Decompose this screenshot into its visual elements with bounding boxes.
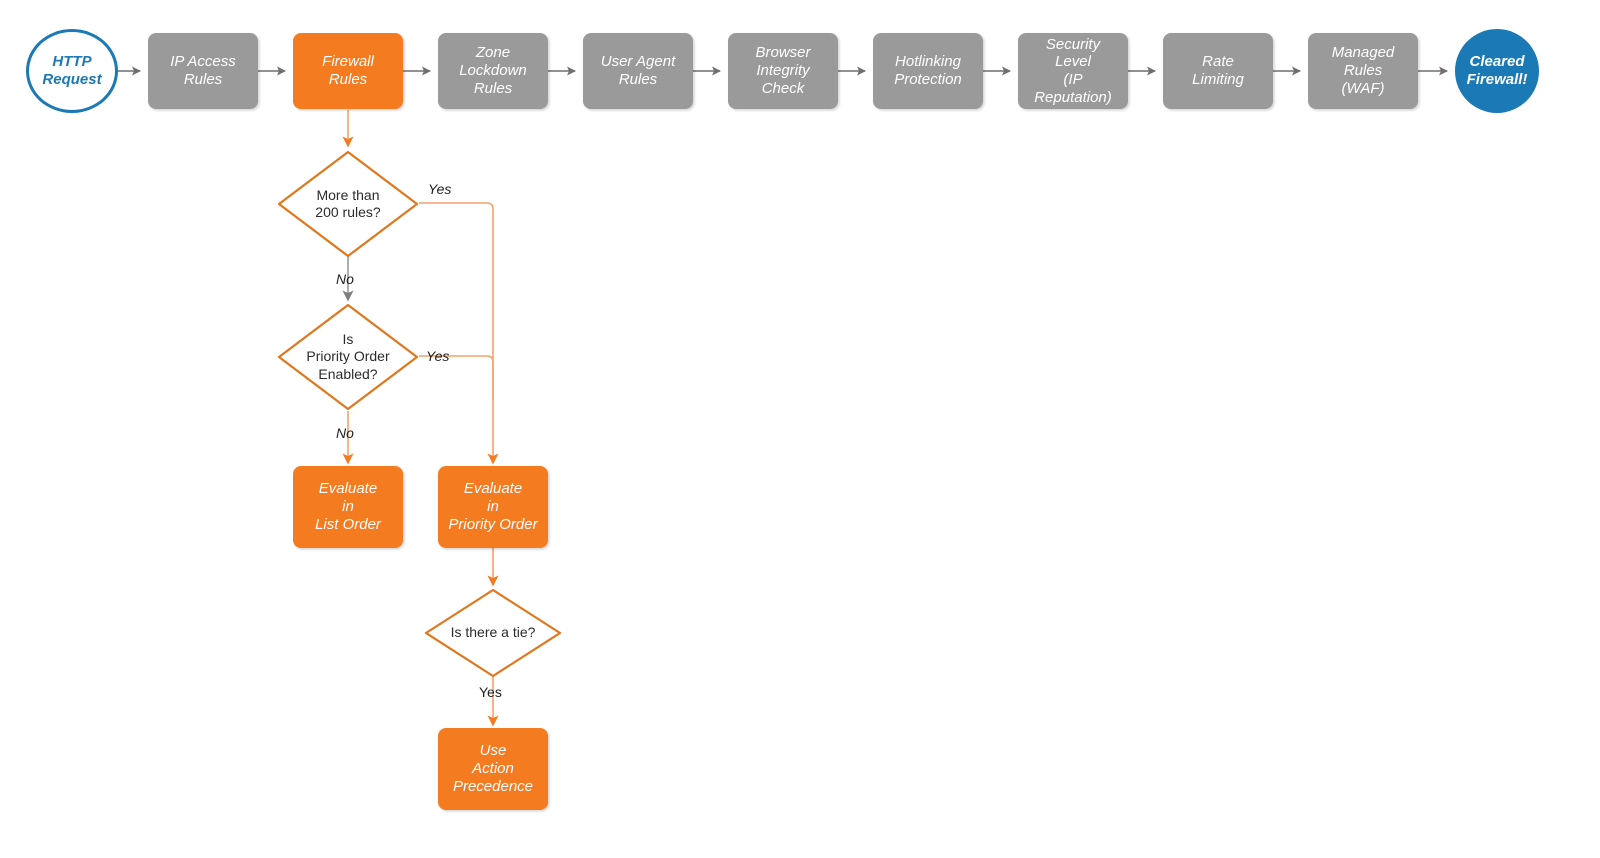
diamond-shape [277, 303, 419, 411]
edge-label-yes-tie: Yes [479, 684, 502, 700]
decision-label: More than 200 rules? [315, 186, 381, 221]
pipeline-step-hotlinking-protection[interactable]: Hotlinking Protection [873, 33, 983, 109]
start-node-http-request[interactable]: HTTP Request [26, 29, 118, 113]
pipeline-step-label: User Agent Rules [600, 53, 676, 88]
decision-is-there-a-tie[interactable]: Is there a tie? [424, 588, 562, 678]
pipeline-step-ip-access-rules[interactable]: IP Access Rules [148, 33, 258, 109]
outcome-label: Evaluate in List Order [315, 480, 381, 533]
pipeline-step-browser-integrity-check[interactable]: Browser Integrity Check [728, 33, 838, 109]
diamond-shape [277, 150, 419, 258]
start-node-label: HTTP Request [42, 53, 102, 88]
pipeline-step-label: Hotlinking Protection [894, 53, 962, 88]
pipeline-step-firewall-rules[interactable]: Firewall Rules [293, 33, 403, 109]
end-node-cleared-firewall[interactable]: Cleared Firewall! [1455, 29, 1539, 113]
decision-is-priority-order-enabled[interactable]: Is Priority Order Enabled? [277, 303, 419, 411]
pipeline-step-label: Rate Limiting [1192, 53, 1244, 88]
outcome-label: Use Action Precedence [452, 742, 534, 795]
outcome-label: Evaluate in Priority Order [448, 480, 538, 533]
outcome-use-action-precedence[interactable]: Use Action Precedence [438, 728, 548, 810]
decision-more-than-200-rules[interactable]: More than 200 rules? [277, 150, 419, 258]
decision-label: Is Priority Order Enabled? [306, 330, 390, 382]
pipeline-step-managed-rules-waf[interactable]: Managed Rules (WAF) [1308, 33, 1418, 109]
diamond-shape [424, 588, 562, 678]
pipeline-step-label: Managed Rules (WAF) [1331, 44, 1395, 97]
edge-label-yes-priority-order: Yes [426, 348, 450, 364]
pipeline-step-label: Browser Integrity Check [755, 44, 811, 97]
pipeline-step-user-agent-rules[interactable]: User Agent Rules [583, 33, 693, 109]
pipeline-step-label: Security Level (IP Reputation) [1034, 35, 1112, 106]
edge-label-yes-more-than-200: Yes [428, 181, 452, 197]
pipeline-step-security-level[interactable]: Security Level (IP Reputation) [1018, 33, 1128, 109]
pipeline-step-label: IP Access Rules [170, 53, 236, 88]
outcome-evaluate-in-priority-order[interactable]: Evaluate in Priority Order [438, 466, 548, 548]
end-node-label: Cleared Firewall! [1466, 53, 1528, 88]
edge-label-no-more-than-200: No [336, 271, 354, 287]
pipeline-step-label: Firewall Rules [322, 53, 374, 88]
pipeline-step-rate-limiting[interactable]: Rate Limiting [1163, 33, 1273, 109]
decision-label: Is there a tie? [450, 624, 536, 641]
pipeline-step-zone-lockdown-rules[interactable]: Zone Lockdown Rules [438, 33, 548, 109]
edge-label-no-priority-order: No [336, 425, 354, 441]
pipeline-step-label: Zone Lockdown Rules [459, 44, 527, 97]
outcome-evaluate-in-list-order[interactable]: Evaluate in List Order [293, 466, 403, 548]
